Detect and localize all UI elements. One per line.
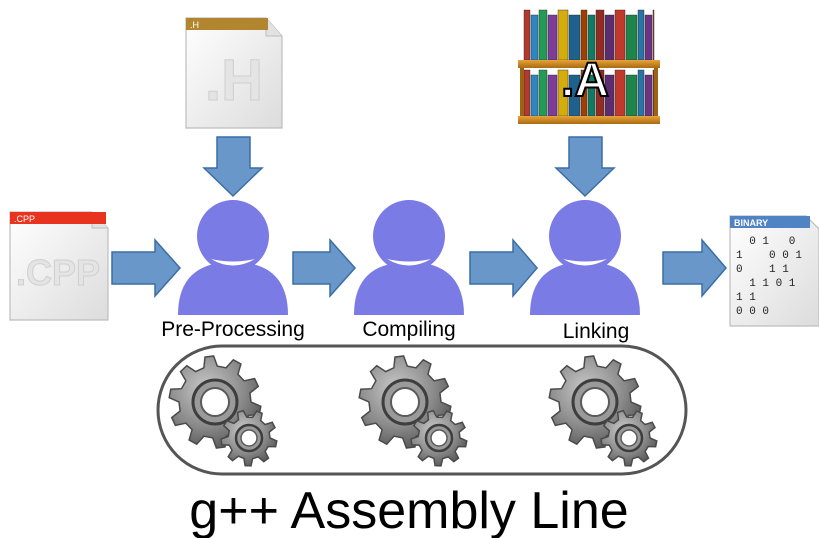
bookshelf-icon: .A (518, 9, 660, 124)
stage-linking: Linking (530, 200, 640, 343)
diagram-title: g++ Assembly Line (189, 482, 628, 538)
header-file-label: .H (205, 48, 263, 113)
source-file-icon: .CPP .CPP (9, 211, 109, 321)
arrow-source-to-preprocess (111, 238, 182, 298)
library-label: .A (561, 54, 609, 107)
header-file-tab (186, 18, 268, 30)
stage-compiling: Compiling (354, 200, 464, 341)
binary-line: 0 1 1 (736, 264, 789, 276)
person-icon (530, 200, 640, 315)
source-file-tab (10, 212, 106, 224)
arrow-preprocess-to-compile (292, 238, 357, 298)
binary-file-icon: BINARY 0 1 0 1 0 0 1 0 1 1 1 1 0 1 1 1 0… (729, 215, 819, 327)
gears-icon (358, 355, 468, 467)
binary-file-tab-label: BINARY (734, 218, 768, 228)
stage-label: Compiling (362, 318, 455, 341)
header-file-icon: .H .H (185, 17, 283, 129)
gears-icon (548, 355, 658, 467)
source-file-label: .CPP (16, 252, 100, 293)
gears-icon (168, 355, 278, 467)
arrow-compile-to-link (469, 237, 538, 299)
stage-label: Pre-Processing (161, 318, 305, 341)
arrow-link-to-binary (662, 237, 727, 299)
person-icon (178, 200, 288, 315)
binary-line: 1 0 0 1 (736, 250, 802, 262)
binary-file-tab (730, 216, 810, 228)
header-file-tab-label: .H (190, 20, 199, 30)
header-down-arrow (202, 136, 264, 198)
person-icon (354, 200, 464, 315)
binary-line: 1 1 0 1 (736, 278, 796, 290)
stage-preprocessing: Pre-Processing (161, 200, 305, 341)
conveyor-belt (156, 344, 688, 476)
binary-line: 0 0 0 (736, 306, 769, 318)
binary-digits: 0 1 0 1 0 0 1 0 1 1 1 1 0 1 1 1 0 0 0 (736, 236, 809, 318)
binary-line: 1 1 (736, 292, 756, 304)
binary-line: 0 1 0 (736, 236, 795, 248)
library-down-arrow (554, 136, 616, 198)
stage-label: Linking (563, 320, 630, 343)
source-file-tab-label: .CPP (14, 214, 35, 224)
